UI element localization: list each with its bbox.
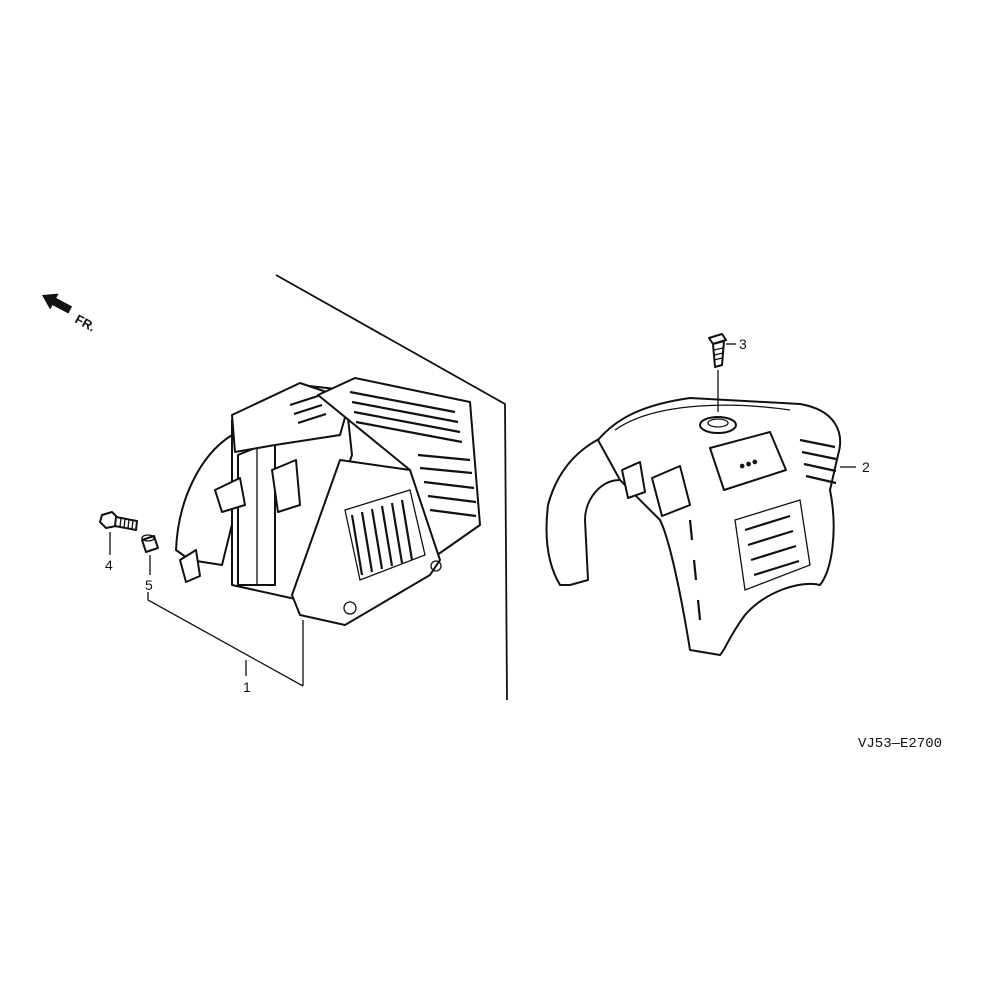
assembly-boundary-line [275,274,508,701]
front-direction-arrow-icon [42,293,73,314]
engine-cover-assembly [175,377,481,626]
collar-part-5 [141,534,159,553]
direction-label: FR. [73,311,99,334]
top-cover-part-2: ●●● [545,397,842,656]
diagram-code: VJ53—E2700 [858,736,942,752]
bolt-part-4 [99,511,138,531]
callout-label-4: 4 [105,557,113,573]
callout-bracket-1 [147,592,304,687]
screw-part-3 [708,333,727,368]
svg-text:●●●: ●●● [737,455,760,473]
callout-label-5: 5 [145,577,153,593]
callout-label-2: 2 [862,459,870,475]
callout-label-3: 3 [739,336,747,352]
callout-label-1: 1 [243,679,251,695]
